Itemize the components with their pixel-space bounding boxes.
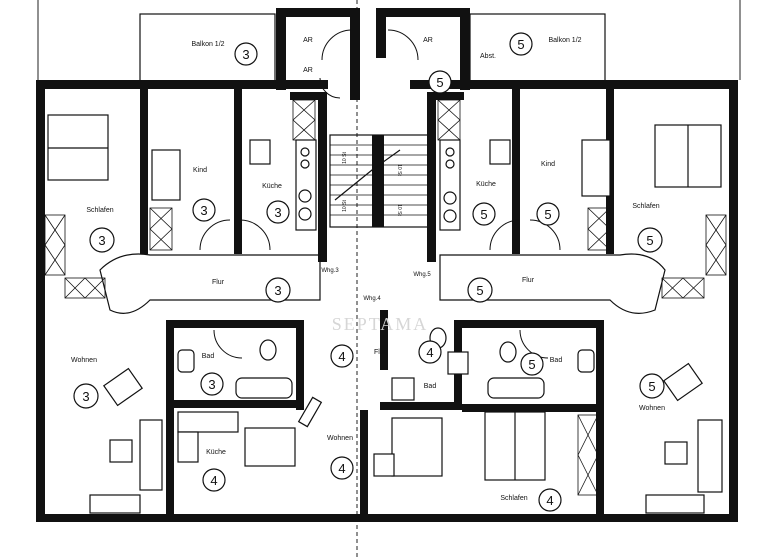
svg-text:4: 4	[546, 493, 553, 508]
label-stair-1: 10 St	[342, 152, 348, 164]
label-kueche-lower: Küche	[206, 449, 226, 456]
marker-kueche-right: 5	[472, 202, 496, 226]
marker-schlafen-right: 5	[637, 227, 663, 253]
svg-text:5: 5	[544, 207, 551, 222]
marker-flur-center-b: 4	[418, 340, 442, 364]
label-ar-3: AR	[423, 37, 433, 44]
label-stair-2: 10 St	[342, 200, 348, 212]
label-abst: Abst.	[480, 53, 496, 60]
label-bad-left: Bad	[202, 353, 215, 360]
marker-bad-left: 3	[200, 372, 224, 396]
marker-kind-left: 3	[192, 198, 216, 222]
svg-text:3: 3	[274, 205, 281, 220]
marker-bad-right: 5	[520, 352, 544, 376]
stairwell	[329, 134, 429, 228]
svg-text:5: 5	[480, 207, 487, 222]
label-whg3: Whg.3	[321, 268, 339, 274]
marker-kueche-left: 3	[266, 200, 290, 224]
marker-schlafen-lower: 4	[538, 488, 562, 512]
label-stair-3: 10 St	[396, 164, 402, 176]
watermark-text: SEPTAMA	[332, 314, 429, 334]
svg-text:4: 4	[210, 473, 217, 488]
svg-text:3: 3	[200, 203, 207, 218]
svg-text:4: 4	[338, 349, 345, 364]
label-flur-center: Flur	[374, 349, 387, 356]
label-whg5: Whg.5	[413, 272, 431, 278]
label-kind-right: Kind	[541, 161, 555, 168]
svg-text:5: 5	[476, 283, 483, 298]
label-bad-center: Bad	[424, 383, 437, 390]
svg-text:5: 5	[648, 379, 655, 394]
marker-kueche-lower: 4	[202, 468, 226, 492]
svg-text:3: 3	[98, 233, 105, 248]
svg-text:3: 3	[242, 47, 249, 62]
svg-text:4: 4	[426, 345, 433, 360]
label-bad-right: Bad	[550, 357, 563, 364]
marker-wohnen-right: 5	[639, 373, 665, 399]
label-whg4: Whg.4	[363, 296, 381, 302]
svg-text:5: 5	[528, 357, 535, 372]
balcony-right	[469, 13, 606, 85]
built-in-storage	[44, 99, 727, 496]
marker-wohnen-center: 4	[330, 456, 354, 480]
marker-abst: 5	[428, 70, 452, 94]
room-labels: Balkon 1/2 Balkon 1/2 AR AR AR Abst. Kin…	[71, 37, 665, 502]
label-wohnen-right: Wohnen	[639, 405, 665, 412]
label-stair-4: 10 St	[396, 204, 402, 216]
marker-balkon-right: 5	[509, 32, 533, 56]
label-kind-left: Kind	[193, 167, 207, 174]
marker-balkon-left: 3	[234, 42, 258, 66]
label-balkon-right: Balkon 1/2	[548, 37, 581, 44]
svg-text:5: 5	[646, 233, 653, 248]
label-balkon-left: Balkon 1/2	[191, 41, 224, 48]
marker-schlafen-left: 3	[89, 227, 115, 253]
label-ar-1: AR	[303, 37, 313, 44]
interior-walls	[140, 84, 614, 514]
marker-flur-left: 3	[265, 277, 291, 303]
marker-kind-right: 5	[536, 202, 560, 226]
svg-text:3: 3	[208, 377, 215, 392]
svg-text:5: 5	[517, 37, 524, 52]
svg-text:3: 3	[82, 389, 89, 404]
marker-flur-center-a: 4	[330, 344, 354, 368]
svg-text:5: 5	[436, 75, 443, 90]
marker-flur-right: 5	[467, 277, 493, 303]
label-kueche-right: Küche	[476, 181, 496, 188]
label-ar-2: AR	[303, 67, 313, 74]
corridor-right-outline	[439, 253, 666, 314]
label-schlafen-left: Schlafen	[86, 207, 113, 214]
label-wohnen-left: Wohnen	[71, 357, 97, 364]
svg-text:3: 3	[274, 283, 281, 298]
label-schlafen-right: Schlafen	[632, 203, 659, 210]
label-schlafen-lower: Schlafen	[500, 495, 527, 502]
label-flur-left: Flur	[212, 279, 225, 286]
furniture	[47, 114, 723, 514]
label-flur-right: Flur	[522, 277, 535, 284]
svg-text:4: 4	[338, 461, 345, 476]
label-wohnen-center: Wohnen	[327, 435, 353, 442]
outer-walls	[36, 8, 738, 522]
marker-wohnen-left: 3	[73, 383, 99, 409]
unit-markers: 3 5 5 3 5 3 5 3 5 3 5 4 4 3 5 4 3 5 4 4	[73, 32, 665, 512]
door-swings	[199, 29, 561, 359]
corridor-left-outline	[99, 253, 321, 314]
label-kueche-left: Küche	[262, 183, 282, 190]
